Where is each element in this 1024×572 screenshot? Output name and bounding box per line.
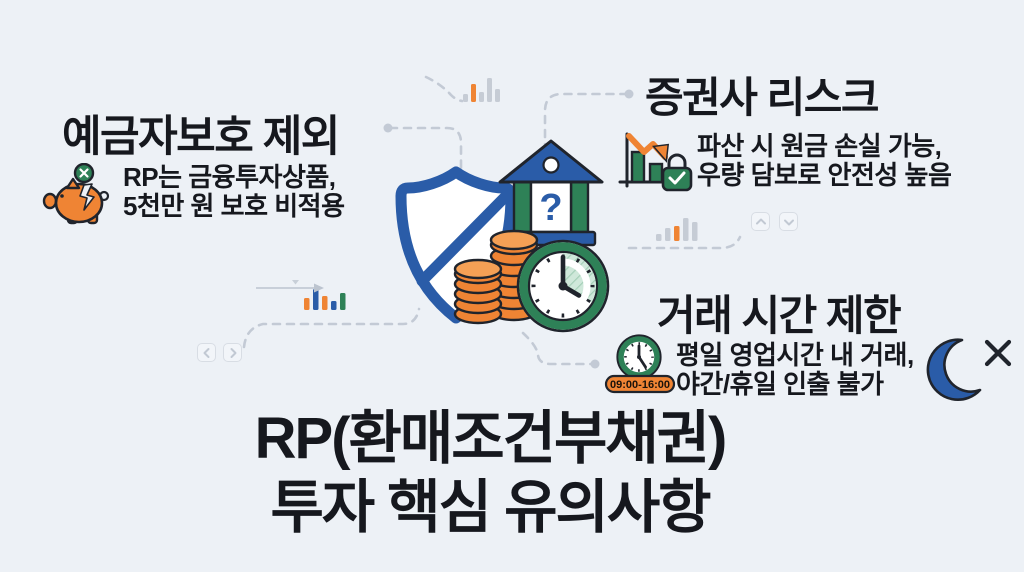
hours-badge-pill bbox=[604, 374, 676, 394]
connector-top-chart bbox=[424, 75, 464, 103]
center-illustration: ? bbox=[395, 139, 610, 333]
business-hours-clock-icon: 09:00-16:00 bbox=[604, 334, 676, 394]
broker-desc-line2: 우량 담보로 안전성 높음 bbox=[697, 160, 952, 190]
next-button[interactable] bbox=[223, 343, 242, 362]
connector-chart-to-steppers bbox=[627, 235, 742, 250]
hours-desc-line1: 평일 영업시간 내 거래, bbox=[676, 340, 914, 370]
broker-title: 증권사 리스크 bbox=[645, 74, 880, 121]
hours-title: 거래 시간 제한 bbox=[657, 292, 902, 339]
connector-clock-to-hours bbox=[521, 331, 593, 366]
section-deposit-protection: 예금자보호 제외 bbox=[62, 102, 340, 164]
deposit-desc-line1: RP는 금융투자상품, bbox=[123, 162, 336, 192]
deposit-title: 예금자보호 제외 bbox=[62, 113, 340, 161]
broken-piggy-bank-icon bbox=[42, 163, 110, 225]
broker-desc: 파산 시 원금 손실 가능, 우량 담보로 안전성 높음 bbox=[697, 131, 952, 190]
mini-bar-chart-right-icon bbox=[656, 218, 698, 241]
section-broker-risk: 증권사 리스크 bbox=[645, 64, 880, 125]
deposit-desc-line2: 5천만 원 보호 비적용 bbox=[123, 191, 345, 221]
hours-desc: 평일 영업시간 내 거래, 야간/휴일 인출 불가 bbox=[676, 341, 914, 399]
broker-desc-line1: 파산 시 원금 손실 가능, bbox=[697, 131, 942, 161]
main-title-line1: RP(환매조건부채권) bbox=[254, 406, 728, 471]
chevron-right-icon bbox=[230, 347, 236, 358]
mini-bar-chart-top-icon bbox=[463, 78, 500, 102]
hours-badge: 09:00-16:00 bbox=[610, 379, 670, 391]
up-button[interactable] bbox=[751, 212, 770, 231]
declining-chart-lock-icon bbox=[618, 132, 693, 192]
connector-deposit-to-shield bbox=[388, 126, 463, 197]
chevron-down-icon bbox=[783, 219, 794, 225]
connector-dots bbox=[383, 89, 634, 369]
deposit-desc: RP는 금융투자상품, 5천만 원 보호 비적용 bbox=[123, 163, 345, 221]
right-arrow-icon bbox=[256, 280, 324, 293]
main-title: RP(환매조건부채권) 투자 핵심 유의사항 bbox=[0, 404, 980, 542]
section-trading-hours: 거래 시간 제한 bbox=[657, 282, 902, 343]
chevron-up-icon bbox=[755, 218, 766, 224]
bank-question-mark: ? bbox=[539, 187, 562, 229]
clock-icon bbox=[516, 239, 610, 333]
main-title-line2: 투자 핵심 유의사항 bbox=[270, 475, 711, 540]
chevron-left-icon bbox=[203, 347, 209, 358]
prev-button[interactable] bbox=[197, 343, 216, 362]
hours-desc-line2: 야간/휴일 인출 불가 bbox=[676, 369, 884, 399]
mini-bar-chart-left-icon bbox=[304, 289, 346, 310]
connector-pager-to-coins bbox=[242, 307, 421, 349]
night-moon-x-icon bbox=[926, 338, 1012, 401]
down-button[interactable] bbox=[779, 212, 798, 231]
